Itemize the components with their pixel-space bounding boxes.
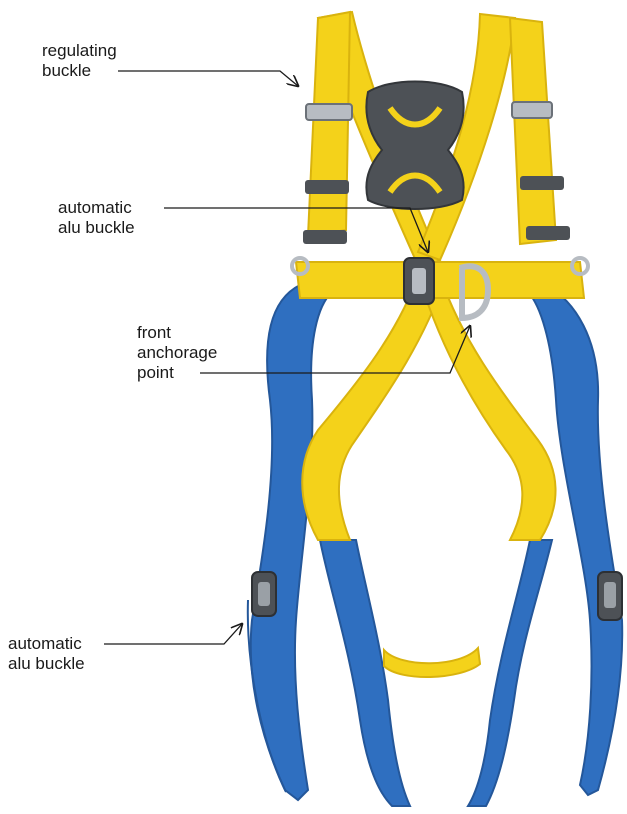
right-front-strap — [420, 276, 556, 540]
label-line: automatic — [58, 198, 135, 218]
leader-front-anchorage — [200, 326, 470, 373]
right-regulating-buckle — [512, 102, 552, 118]
safety-harness-illustration — [248, 12, 622, 806]
chest-automatic-alu-buckle — [404, 258, 434, 304]
right-leg-automatic-buckle — [598, 572, 622, 620]
label-line: front — [137, 323, 217, 343]
leader-leg-buckle — [104, 624, 242, 644]
label-regulating-buckle: regulating buckle — [42, 41, 117, 81]
label-line: regulating — [42, 41, 117, 61]
left-strap-keeper-1 — [305, 180, 349, 194]
label-line: point — [137, 363, 217, 383]
crotch-strap — [384, 648, 480, 677]
left-strap-keeper-2 — [303, 230, 347, 244]
label-line: anchorage — [137, 343, 217, 363]
label-chest-automatic-alu-buckle: automatic alu buckle — [58, 198, 135, 238]
left-leg-loop — [248, 285, 332, 800]
right-strap-keeper-2 — [526, 226, 570, 240]
label-line: alu buckle — [58, 218, 135, 238]
label-line: automatic — [8, 634, 85, 654]
right-strap-keeper-1 — [520, 176, 564, 190]
label-leg-automatic-alu-buckle: automatic alu buckle — [8, 634, 85, 674]
chest-belt — [292, 258, 588, 298]
label-line: alu buckle — [8, 654, 85, 674]
leader-regulating-buckle — [118, 71, 298, 86]
label-line: buckle — [42, 61, 117, 81]
left-leg-automatic-buckle — [252, 572, 276, 616]
left-front-strap — [302, 270, 446, 540]
left-regulating-buckle — [306, 104, 352, 120]
leader-chest-buckle — [164, 208, 428, 252]
label-front-anchorage-point: front anchorage point — [137, 323, 217, 383]
right-thigh-strap — [468, 540, 552, 806]
back-cross-plate — [366, 82, 463, 210]
